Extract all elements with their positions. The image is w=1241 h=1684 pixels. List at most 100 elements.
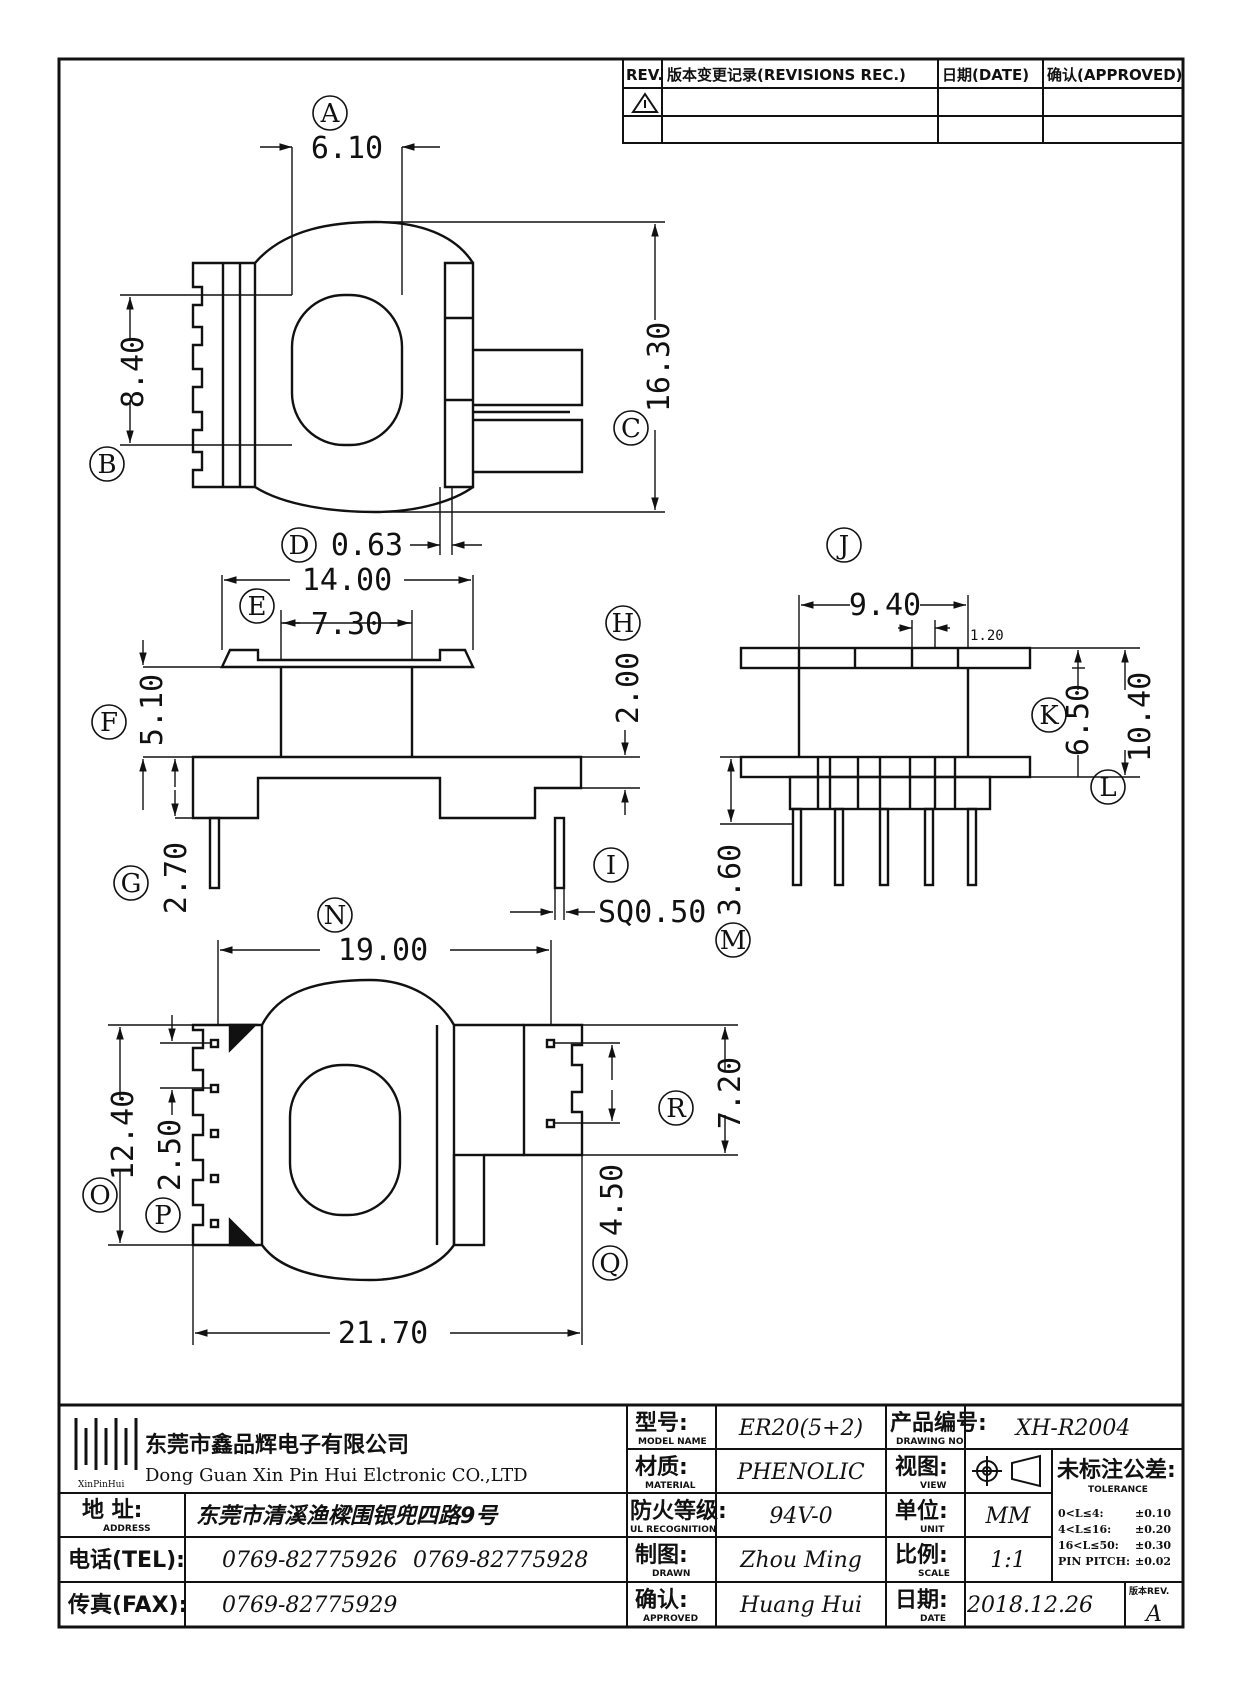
drawing-no-label: 产品编号: bbox=[890, 1410, 987, 1436]
view-sub: VIEW bbox=[920, 1481, 946, 1491]
dim-e-value: 7.30 bbox=[311, 607, 383, 642]
label-a: A bbox=[320, 99, 341, 129]
model-sub: MODEL NAME bbox=[638, 1437, 707, 1447]
dim-r-value: 7.20 bbox=[713, 1057, 748, 1129]
unit-sub: UNIT bbox=[920, 1525, 945, 1535]
drawn-label: 制图: bbox=[635, 1543, 688, 1568]
approved-label: 确认: bbox=[635, 1587, 688, 1613]
tolerance-range-4: PIN PITCH: bbox=[1058, 1555, 1130, 1568]
approved-header: 确认(APPROVED) bbox=[1047, 66, 1183, 84]
label-h: H bbox=[612, 609, 635, 639]
title-block bbox=[57, 1403, 1185, 1629]
tolerance-label: 未标注公差: bbox=[1057, 1457, 1176, 1483]
date-value: 2018.12.26 bbox=[966, 1593, 1093, 1618]
model-label: 型号: bbox=[635, 1411, 688, 1436]
tolerance-value-4: ±0.02 bbox=[1135, 1555, 1171, 1568]
fire-rating-label: 防火等级: bbox=[630, 1498, 727, 1524]
drawn-value: Zhou Ming bbox=[739, 1548, 862, 1573]
approved-sub: APPROVED bbox=[643, 1614, 698, 1624]
drawing-no-value: XH-R2004 bbox=[1014, 1416, 1131, 1441]
dim-l-value: 10.40 bbox=[1123, 672, 1158, 762]
tel-value-1: 0769-82775926 bbox=[222, 1548, 397, 1573]
view-label: 视图: bbox=[895, 1454, 948, 1480]
dim-pin-pitch-value: 1.20 bbox=[970, 628, 1004, 644]
fire-rating-value: 94V-0 bbox=[769, 1504, 832, 1529]
front-view bbox=[191, 648, 583, 890]
fax-value: 0769-82775929 bbox=[222, 1593, 397, 1618]
dim-k-value: 6.50 bbox=[1061, 684, 1096, 756]
label-d: D bbox=[289, 531, 310, 561]
dim-b-value: 8.40 bbox=[116, 336, 151, 408]
fax-label: 传真(FAX): bbox=[67, 1592, 187, 1618]
dim-j-value: 9.40 bbox=[849, 588, 921, 623]
dim-i-value: SQ0.50 bbox=[598, 895, 706, 930]
tolerance-range-3: 16<L≤50: bbox=[1058, 1539, 1119, 1552]
material-label: 材质: bbox=[635, 1455, 688, 1480]
projection-symbol-icon bbox=[972, 1454, 1041, 1488]
dim-o-value: 12.40 bbox=[106, 1090, 141, 1180]
label-n: N bbox=[324, 901, 347, 931]
tolerance-value-3: ±0.30 bbox=[1135, 1539, 1171, 1552]
logo-text: XinPinHui bbox=[78, 1480, 124, 1490]
scale-value: 1:1 bbox=[990, 1548, 1025, 1573]
dim-q-value: 4.50 bbox=[595, 1164, 630, 1236]
drawn-sub: DRAWN bbox=[652, 1569, 690, 1579]
side-view-dimensions bbox=[720, 595, 1140, 825]
dim-d-value: 0.63 bbox=[331, 528, 403, 563]
tolerance-range-1: 0<L≤4: bbox=[1058, 1507, 1104, 1520]
dim-bottom-width-value: 21.70 bbox=[338, 1316, 428, 1351]
approved-value: Huang Hui bbox=[739, 1593, 862, 1618]
company-name-en: Dong Guan Xin Pin Hui Elctronic CO.,LTD bbox=[145, 1465, 528, 1486]
sheet-border bbox=[57, 57, 1185, 1629]
label-b: B bbox=[97, 450, 116, 480]
label-g: G bbox=[121, 869, 142, 899]
label-i: I bbox=[606, 851, 616, 881]
label-o: O bbox=[89, 1181, 110, 1211]
bottom-view-dimensions bbox=[108, 940, 738, 1345]
date-sub: DATE bbox=[920, 1614, 946, 1624]
dim-a-value: 6.10 bbox=[311, 131, 383, 166]
label-r: R bbox=[666, 1094, 687, 1124]
revision-block bbox=[622, 58, 1184, 144]
dim-c-value: 16.30 bbox=[642, 322, 677, 412]
tel-value-2: 0769-82775928 bbox=[413, 1548, 588, 1573]
label-f: F bbox=[100, 708, 118, 738]
side-view bbox=[739, 646, 1032, 887]
unit-label: 单位: bbox=[895, 1498, 948, 1524]
label-q: Q bbox=[599, 1249, 620, 1279]
material-value: PHENOLIC bbox=[736, 1460, 865, 1485]
dim-n-value: 19.00 bbox=[338, 933, 428, 968]
label-c: C bbox=[621, 414, 641, 444]
tolerance-range-2: 4<L≤16: bbox=[1058, 1523, 1111, 1536]
label-k: K bbox=[1039, 701, 1059, 731]
rev-header: REV. bbox=[626, 66, 663, 84]
front-view-dimensions bbox=[139, 575, 640, 920]
scale-sub: SCALE bbox=[918, 1569, 950, 1579]
fire-rating-sub: UL RECOGNITION bbox=[630, 1525, 716, 1535]
date-label: 日期: bbox=[895, 1588, 948, 1613]
model-value: ER20(5+2) bbox=[738, 1416, 863, 1441]
dim-top-width-value: 14.00 bbox=[302, 563, 392, 598]
date-header: 日期(DATE) bbox=[942, 66, 1029, 84]
material-sub: MATERIAL bbox=[645, 1481, 696, 1491]
tolerance-table: 0<L≤4: ±0.10 4<L≤16: ±0.20 16<L≤50: ±0.3… bbox=[1058, 1507, 1171, 1568]
tolerance-value-1: ±0.10 bbox=[1135, 1507, 1171, 1520]
rev-value: A bbox=[1144, 1602, 1162, 1627]
unit-value: MM bbox=[984, 1504, 1031, 1529]
company-name-cn: 东莞市鑫品辉电子有限公司 bbox=[145, 1432, 409, 1458]
company-logo bbox=[74, 1418, 138, 1470]
tolerance-value-2: ±0.20 bbox=[1135, 1523, 1171, 1536]
drawing-no-sub: DRAWING NO. bbox=[896, 1437, 967, 1447]
scale-label: 比例: bbox=[895, 1543, 948, 1568]
tel-label: 电话(TEL): bbox=[68, 1548, 185, 1573]
address-sub: ADDRESS bbox=[103, 1524, 151, 1534]
dim-g-value: 2.70 bbox=[159, 842, 194, 914]
tolerance-sub: TOLERANCE bbox=[1088, 1485, 1148, 1495]
dim-h-value: 2.00 bbox=[611, 652, 646, 724]
label-m: M bbox=[720, 926, 747, 956]
address-value: 东莞市清溪渔樑围银兜四路9号 bbox=[196, 1503, 499, 1529]
dim-p-value: 2.50 bbox=[153, 1119, 188, 1191]
address-label: 地 址: bbox=[82, 1498, 142, 1523]
rev-label: 版本REV. bbox=[1128, 1585, 1169, 1597]
